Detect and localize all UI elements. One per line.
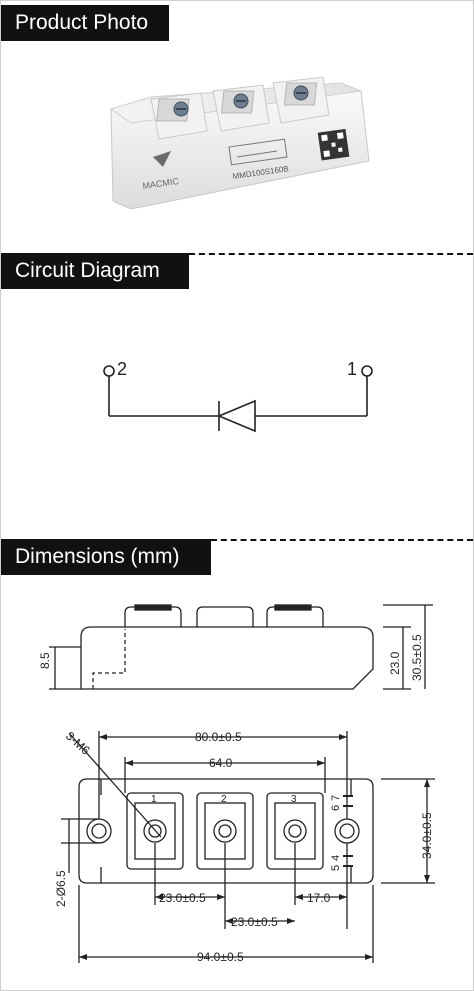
terminal-2-number: 2 xyxy=(221,794,227,805)
terminal-1-number: 1 xyxy=(151,794,157,805)
brand-logo-icon xyxy=(153,151,171,167)
dim-mount-spacing: 80.0±0.5 xyxy=(195,730,242,744)
terminal-tower-2 xyxy=(212,84,270,132)
circuit-diagram: 2 1 xyxy=(103,359,373,433)
dimensions-title: Dimensions (mm) xyxy=(15,545,180,568)
product-photo-title: Product Photo xyxy=(15,11,149,34)
terminal-1-node xyxy=(361,365,373,377)
side-view-drawing: 8.5 23.0 30.5±0.5 xyxy=(38,604,433,690)
dim-length-94: 94.0±0.5 xyxy=(197,950,244,964)
dimensions-header: Dimensions (mm) xyxy=(1,539,211,575)
qr-code xyxy=(317,128,350,161)
pin-6-label: 6 xyxy=(330,805,342,811)
dim-pitch-2: 23.0±0.5 xyxy=(231,915,278,929)
side-body-outline xyxy=(80,626,374,690)
circuit-diagram-header: Circuit Diagram xyxy=(1,253,189,289)
dim-inner-64: 64.0 xyxy=(209,756,233,770)
pin-5-label: 5 xyxy=(330,865,342,871)
circuit-divider xyxy=(189,253,473,255)
terminal-1-label: 1 xyxy=(347,359,357,379)
circuit-diagram-title: Circuit Diagram xyxy=(15,259,160,282)
terminal-2-label: 2 xyxy=(117,359,127,379)
pin-7-label: 7 xyxy=(330,795,342,801)
dim-side-8-5: 8.5 xyxy=(38,652,52,669)
label-diode-mark xyxy=(228,138,288,166)
pin-4-label: 4 xyxy=(330,855,342,861)
diode-triangle xyxy=(216,399,256,433)
dim-width-34: 34.0±0.5 xyxy=(420,812,434,859)
terminal-2-node xyxy=(103,365,115,377)
product-photo: MACMIC MMD100S160B xyxy=(109,76,370,210)
terminal-tower-3 xyxy=(272,76,330,124)
dim-side-23: 23.0 xyxy=(388,651,402,675)
dim-side-30-5: 30.5±0.5 xyxy=(410,634,424,681)
product-photo-header: Product Photo xyxy=(1,5,169,41)
signal-pins xyxy=(343,795,353,867)
dim-offset-17: 17.0 xyxy=(307,891,331,905)
dimensions-divider xyxy=(211,539,473,541)
top-view-drawing: 3-M6 80.0±0.5 64.0 34.0±0.5 2-Ø6.5 23.0±… xyxy=(54,729,435,964)
mount-hole-left-icon xyxy=(86,818,112,844)
dim-thread: 3-M6 xyxy=(63,729,93,758)
mount-hole-right-icon xyxy=(334,818,360,844)
terminal-3-number: 3 xyxy=(291,794,297,805)
dim-pitch-1: 23.0±0.5 xyxy=(159,891,206,905)
terminal-tower-1 xyxy=(150,92,208,140)
dim-hole: 2-Ø6.5 xyxy=(54,870,68,907)
top-body-outline xyxy=(78,778,374,884)
